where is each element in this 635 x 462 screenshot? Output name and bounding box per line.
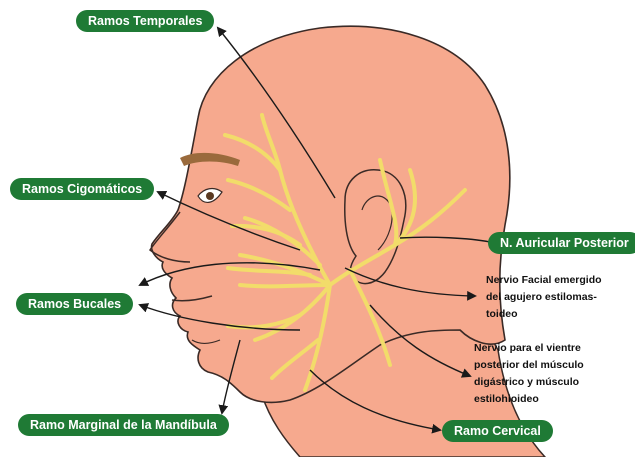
note-vientre-line-3: digástrico y músculo bbox=[474, 374, 614, 391]
note-facial-line-1: Nervio Facial emergido bbox=[486, 272, 628, 289]
label-auricular-posterior: N. Auricular Posterior bbox=[488, 232, 635, 254]
eye-iris bbox=[206, 192, 214, 200]
note-facial-line-3: toideo bbox=[486, 306, 628, 323]
note-vientre-line-4: estilohioideo bbox=[474, 391, 614, 408]
label-ramos-cigomaticos: Ramos Cigomáticos bbox=[10, 178, 154, 200]
note-vientre-posterior: Nervio para el vientre posterior del mús… bbox=[474, 340, 614, 408]
note-vientre-line-1: Nervio para el vientre bbox=[474, 340, 614, 357]
note-vientre-line-2: posterior del músculo bbox=[474, 357, 614, 374]
label-ramos-bucales: Ramos Bucales bbox=[16, 293, 133, 315]
label-ramo-marginal: Ramo Marginal de la Mandíbula bbox=[18, 414, 229, 436]
note-facial-emergido: Nervio Facial emergido del agujero estil… bbox=[486, 272, 628, 323]
label-ramos-temporales: Ramos Temporales bbox=[76, 10, 214, 32]
label-ramo-cervical: Ramo Cervical bbox=[442, 420, 553, 442]
note-facial-line-2: del agujero estilomas- bbox=[486, 289, 628, 306]
